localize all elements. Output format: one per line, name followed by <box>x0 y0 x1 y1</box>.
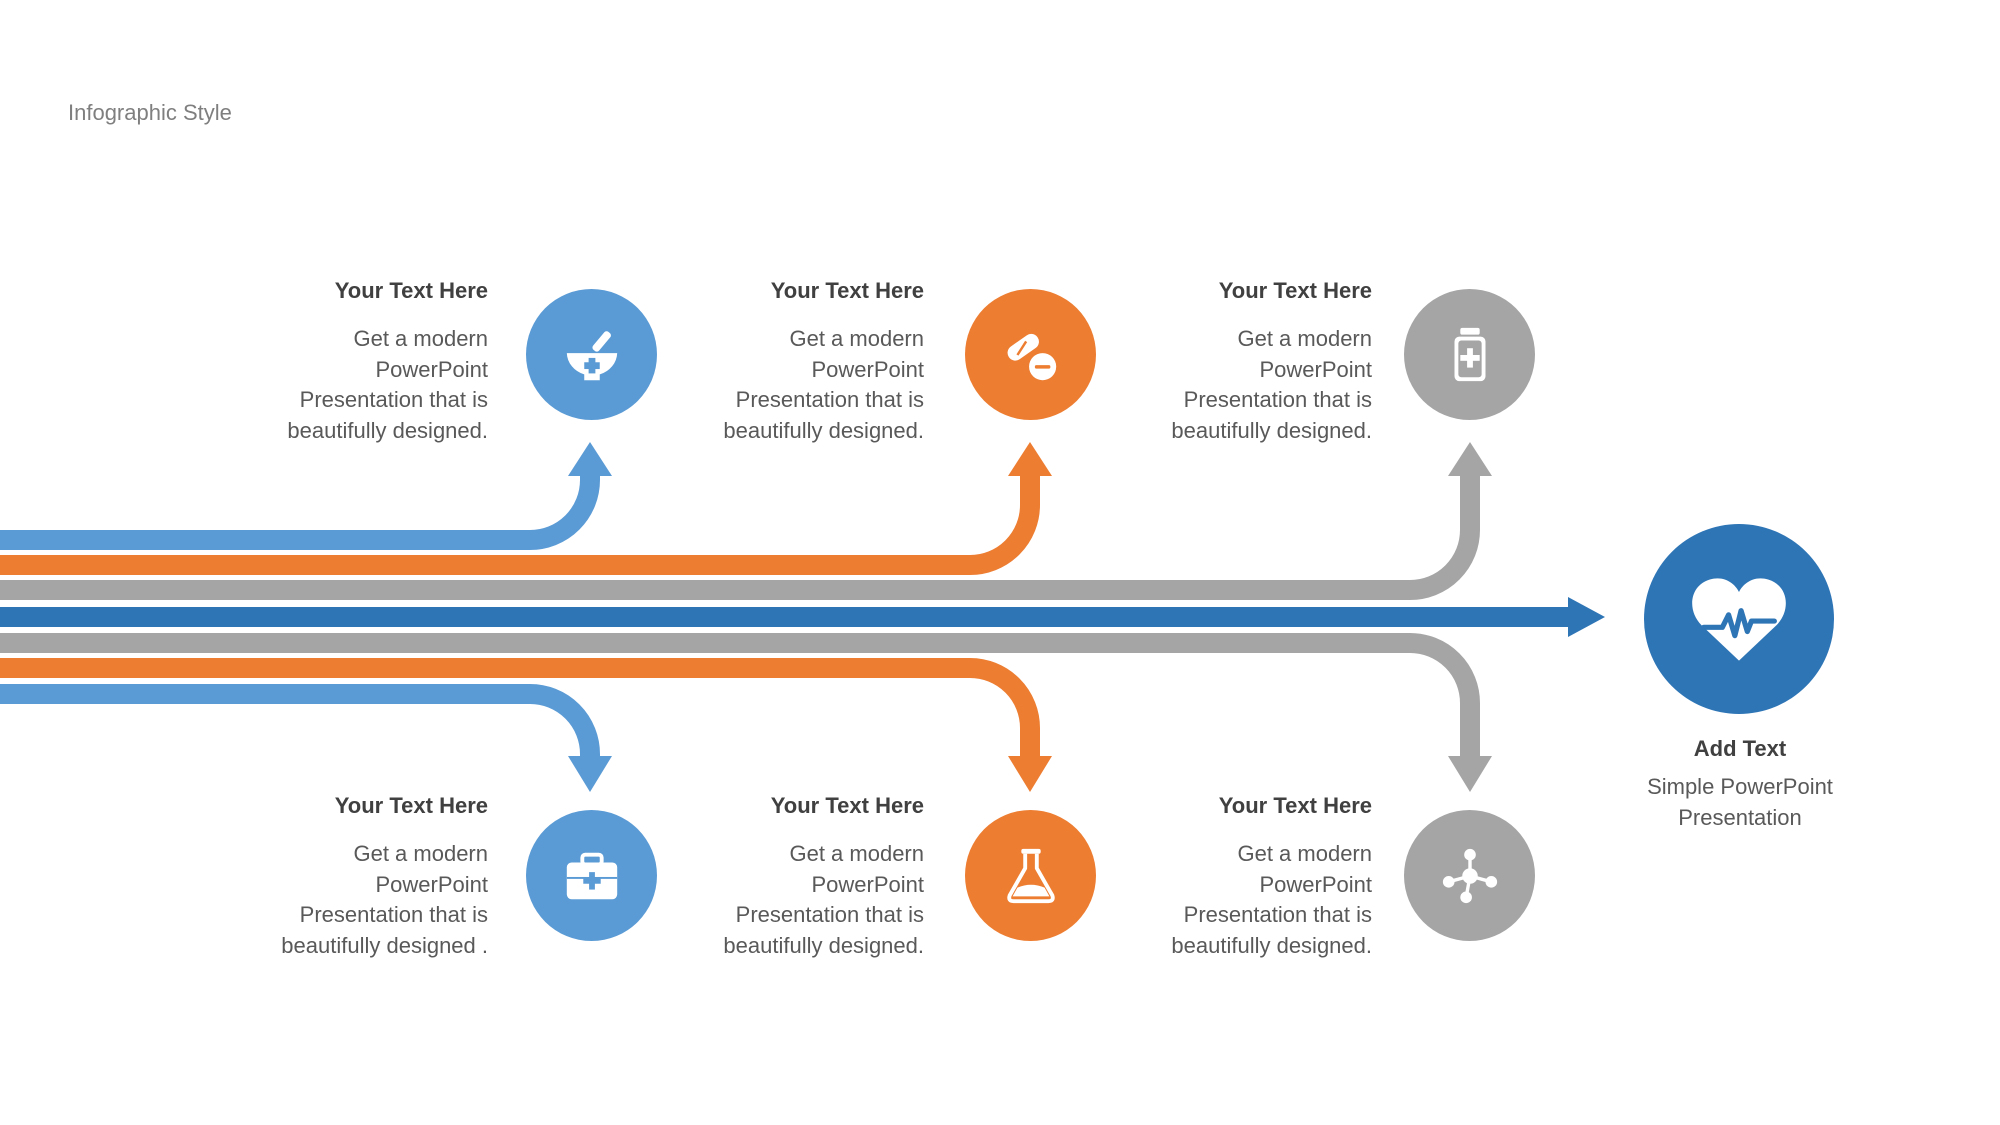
center-body-line: Simple PowerPoint <box>1647 774 1833 799</box>
arrowhead-down-orange <box>1008 756 1052 792</box>
circle-top-3 <box>1404 289 1535 420</box>
flow-line-bottom-orange <box>0 658 1040 758</box>
flow-line-top-blue <box>0 472 600 550</box>
item-body-line: Get a modern <box>789 326 924 351</box>
item-body-line: Get a modern <box>789 841 924 866</box>
bottom-text-3: Your Text Here Get a modern PowerPoint P… <box>1052 793 1372 961</box>
circle-bottom-1 <box>526 810 657 941</box>
item-heading: Your Text Here <box>1218 278 1372 303</box>
flow-line-bottom-gray <box>0 633 1480 758</box>
item-body-line: PowerPoint <box>1259 356 1372 382</box>
arrowhead-down-gray <box>1448 756 1492 792</box>
item-body-line: Presentation that is <box>1183 387 1372 412</box>
item-body-line: Get a modern <box>353 841 488 866</box>
center-body: Simple PowerPoint Presentation <box>1580 772 1900 833</box>
circle-top-1 <box>526 289 657 420</box>
item-body-line: beautifully designed. <box>287 417 488 443</box>
item-body-line: Get a modern <box>1237 841 1372 866</box>
center-heading: Add Text <box>1693 736 1787 761</box>
pills-icon <box>1007 333 1056 380</box>
item-body-line: beautifully designed. <box>723 932 924 958</box>
circle-bottom-2 <box>965 810 1096 941</box>
item-body-line: PowerPoint <box>811 356 924 382</box>
top-text-2: Your Text Here Get a modern PowerPoint P… <box>604 278 924 446</box>
item-body-line: PowerPoint <box>375 356 488 382</box>
flow-line-top-gray <box>0 472 1480 600</box>
item-body: Get a modern PowerPoint Presentation tha… <box>604 839 924 961</box>
top-text-1: Your Text Here Get a modern PowerPoint P… <box>168 278 488 446</box>
arrowhead-right-center <box>1568 597 1605 637</box>
item-body-line: Get a modern <box>353 326 488 351</box>
first-aid-kit-icon <box>566 852 617 899</box>
item-heading: Your Text Here <box>770 793 924 818</box>
circle-top-2 <box>965 289 1096 420</box>
item-body-line: PowerPoint <box>375 871 488 897</box>
item-body: Get a modern PowerPoint Presentation tha… <box>604 324 924 446</box>
item-body-line: PowerPoint <box>1259 871 1372 897</box>
center-label: Add Text Simple PowerPoint Presentation <box>1580 736 1900 833</box>
item-body-line: Presentation that is <box>299 902 488 927</box>
item-body-line: beautifully designed. <box>723 417 924 443</box>
arrowhead-up-orange <box>1008 442 1052 476</box>
arrowhead-up-gray <box>1448 442 1492 476</box>
item-body-line: beautifully designed . <box>281 932 488 958</box>
arrowhead-down-blue <box>568 756 612 792</box>
medicine-bottle-icon <box>1454 327 1485 381</box>
center-body-line: Presentation <box>1678 804 1802 830</box>
item-body: Get a modern PowerPoint Presentation tha… <box>168 839 488 961</box>
slide-title: Infographic Style <box>68 100 232 125</box>
center-circle <box>1644 524 1834 714</box>
item-body-line: Presentation that is <box>299 387 488 412</box>
item-body-line: PowerPoint <box>811 871 924 897</box>
top-text-3: Your Text Here Get a modern PowerPoint P… <box>1052 278 1372 446</box>
item-body: Get a modern PowerPoint Presentation tha… <box>1052 839 1372 961</box>
flow-line-bottom-blue <box>0 684 600 758</box>
bottom-text-1: Your Text Here Get a modern PowerPoint P… <box>168 793 488 961</box>
item-body-line: Presentation that is <box>735 902 924 927</box>
molecule-icon <box>1442 848 1497 903</box>
item-body-line: Get a modern <box>1237 326 1372 351</box>
item-heading: Your Text Here <box>334 793 488 818</box>
item-body: Get a modern PowerPoint Presentation tha… <box>168 324 488 446</box>
item-body-line: Presentation that is <box>1183 902 1372 927</box>
item-heading: Your Text Here <box>770 278 924 303</box>
bottom-text-2: Your Text Here Get a modern PowerPoint P… <box>604 793 924 961</box>
item-heading: Your Text Here <box>334 278 488 303</box>
flow-line-top-orange <box>0 472 1040 575</box>
mortar-pestle-icon <box>566 330 617 380</box>
heartbeat-icon <box>1692 578 1786 661</box>
item-body: Get a modern PowerPoint Presentation tha… <box>1052 324 1372 446</box>
item-body-line: beautifully designed. <box>1171 932 1372 958</box>
item-body-line: beautifully designed. <box>1171 417 1372 443</box>
circle-bottom-3 <box>1404 810 1535 941</box>
arrowhead-up-blue <box>568 442 612 476</box>
item-body-line: Presentation that is <box>735 387 924 412</box>
flask-icon <box>1006 848 1055 903</box>
item-heading: Your Text Here <box>1218 793 1372 818</box>
